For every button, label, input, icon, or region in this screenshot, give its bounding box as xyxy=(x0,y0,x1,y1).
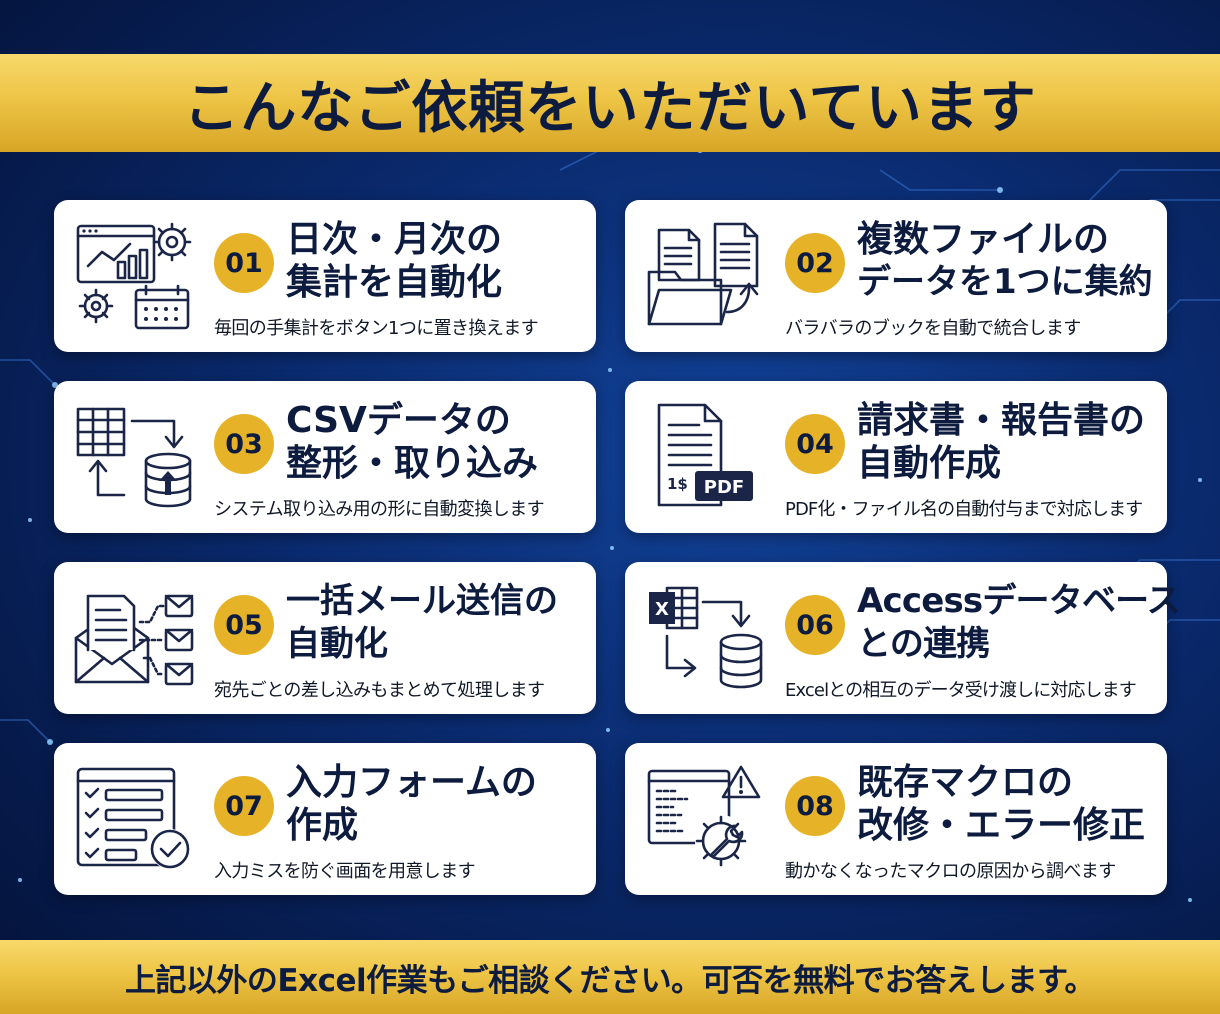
card-number: 01 xyxy=(214,233,274,293)
card-title: Accessデータベース との連携 xyxy=(857,580,1181,666)
card-description: 動かなくなったマクロの原因から調べます xyxy=(785,861,1116,882)
card-title-line-1: 入力フォームの xyxy=(286,762,537,803)
card-title-line-2: データを1つに集約 xyxy=(857,262,1153,302)
card-title: 既存マクロの 改修・エラー修正 xyxy=(857,761,1159,847)
service-card-04: 1$ PDF 04 請求書・報告書の 自動作成 PDF化・ファイル名の自動付与ま… xyxy=(625,381,1167,533)
form-checklist-icon xyxy=(76,767,190,869)
document-pdf-icon: 1$ PDF xyxy=(657,403,753,507)
page-title: こんなご依頼をいただいています xyxy=(183,75,1037,141)
card-title-line-2: 集計を自動化 xyxy=(286,262,503,303)
card-description: Excelとの相互のデータ受け渡しに対応します xyxy=(785,680,1137,701)
code-gear-wrench-warning-icon xyxy=(647,765,761,867)
service-card-06: X 06 Accessデータベース との連携 Excelとの相互のデータ受け渡し… xyxy=(625,562,1181,714)
card-description: 毎回の手集計をボタン1つに置き換えます xyxy=(214,318,539,339)
card-title-line-1: 既存マクロの xyxy=(857,762,1074,803)
card-title-line-2: 自動化 xyxy=(286,624,388,664)
card-description: システム取り込み用の形に自動変換します xyxy=(214,499,545,520)
card-number: 07 xyxy=(214,776,274,836)
card-title-line-1: 一括メール送信の xyxy=(286,581,558,621)
card-title-line-2: との連携 xyxy=(857,624,990,664)
card-number: 04 xyxy=(785,414,845,474)
card-description: バラバラのブックを自動で統合します xyxy=(785,318,1081,339)
card-title-line-1: Accessデータベース xyxy=(857,581,1181,621)
card-title: 請求書・報告書の 自動作成 xyxy=(857,399,1159,485)
service-card-08: 08 既存マクロの 改修・エラー修正 動かなくなったマクロの原因から調べます xyxy=(625,743,1167,895)
footer-banner: 上記以外のExcel作業もご相談ください。可否を無料でお答えします。 xyxy=(0,940,1220,1014)
card-title-line-1: 請求書・報告書の xyxy=(857,400,1146,441)
card-number: 03 xyxy=(214,414,274,474)
card-number: 02 xyxy=(785,233,845,293)
card-title-line-2: 整形・取り込み xyxy=(286,443,539,484)
pdf-label: PDF xyxy=(704,477,744,498)
card-title-line-1: 複数ファイルの xyxy=(857,219,1110,260)
service-card-07: 07 入力フォームの 作成 入力ミスを防ぐ画面を用意します xyxy=(54,743,596,895)
card-title-line-1: CSVデータの xyxy=(286,400,511,441)
bulk-mail-icon xyxy=(74,594,194,686)
card-title: CSVデータの 整形・取り込み xyxy=(286,399,588,485)
card-title-line-1: 日次・月次の xyxy=(286,219,503,260)
card-description: 入力ミスを防ぐ画面を用意します xyxy=(214,861,476,882)
excel-to-database-icon: X xyxy=(649,586,763,689)
card-title: 日次・月次の 集計を自動化 xyxy=(286,218,588,304)
service-card-03: 03 CSVデータの 整形・取り込み システム取り込み用の形に自動変換します xyxy=(54,381,596,533)
table-to-database-icon xyxy=(76,407,192,508)
card-number: 05 xyxy=(214,595,274,655)
excel-letter: X xyxy=(655,599,669,620)
card-title: 一括メール送信の 自動化 xyxy=(286,580,588,666)
analytics-gear-calendar-icon xyxy=(76,222,192,330)
card-title-line-2: 自動作成 xyxy=(857,443,1002,484)
footer-text: 上記以外のExcel作業もご相談ください。可否を無料でお答えします。 xyxy=(124,962,1096,999)
document-mark: 1$ xyxy=(667,475,688,493)
service-card-05: 05 一括メール送信の 自動化 宛先ごとの差し込みもまとめて処理します xyxy=(54,562,596,714)
card-title-line-2: 改修・エラー修正 xyxy=(857,805,1146,846)
card-title-line-2: 作成 xyxy=(286,805,359,846)
files-to-folder-icon xyxy=(647,222,759,326)
service-card-01: 01 日次・月次の 集計を自動化 毎回の手集計をボタン1つに置き換えます xyxy=(54,200,596,352)
header-banner: こんなご依頼をいただいています xyxy=(0,54,1220,152)
service-card-02: 02 複数ファイルの データを1つに集約 バラバラのブックを自動で統合します xyxy=(625,200,1167,352)
card-title: 複数ファイルの データを1つに集約 xyxy=(857,218,1159,304)
card-description: PDF化・ファイル名の自動付与まで対応します xyxy=(785,499,1143,520)
card-number: 08 xyxy=(785,776,845,836)
card-description: 宛先ごとの差し込みもまとめて処理します xyxy=(214,680,545,701)
card-number: 06 xyxy=(785,595,845,655)
card-title: 入力フォームの 作成 xyxy=(286,761,588,847)
